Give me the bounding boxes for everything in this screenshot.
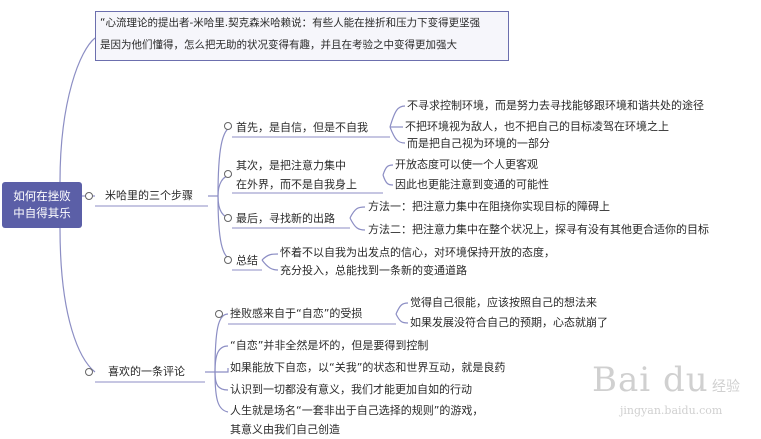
step1-detail-3: 而是把自己视为环境的一部分 (407, 137, 550, 150)
item4: 认识到一切都没有意义，我们才能更加自如的行动 (230, 383, 472, 396)
summary-label: 总结 (236, 254, 258, 267)
step2-detail-1: 开放态度可以使一个人更客观 (395, 158, 538, 171)
watermark-site: jingyan.baidu.com (620, 404, 723, 417)
intro-line-2: 是因为他们懂得，怎么把无助的状况变得有趣，并且在考验之中变得更加强大 (100, 39, 457, 51)
item2: “自恋”并非全然是坏的，但是要得到控制 (230, 339, 429, 352)
collapse-toggle-icon[interactable] (224, 122, 232, 130)
summary-line-1: 怀着不以自我为出发点的信心，对环境保持开放的态度， (280, 246, 555, 259)
summary-line-2: 充分投入，总能找到一条新的变通道路 (280, 264, 467, 277)
step2-detail-2: 因此也更能注意到变通的可能性 (395, 178, 549, 191)
item1-detail-2: 如果发展没符合自己的预期，心态就崩了 (410, 316, 608, 329)
branch1-label: 米哈里的三个步骤 (105, 189, 193, 202)
step1-detail-2: 不把环境视为敌人，也不把自己的目标凌驾在环境之上 (405, 120, 669, 133)
collapse-toggle-icon[interactable] (85, 192, 93, 200)
root-line-2: 中自得其乐 (13, 206, 71, 220)
step2-line-2: 在外界，而不是自我身上 (236, 178, 357, 191)
watermark-sub: 经验 (712, 379, 740, 395)
item3: 如果能放下自恋，以“关我”的状态和世界互动，就是良药 (230, 361, 506, 374)
step3-detail-1: 方法一：把注意力集中在阻挠你实现目标的障碍上 (368, 200, 610, 213)
collapse-toggle-icon[interactable] (215, 310, 223, 318)
item5: 人生就是场名“一套非出于自己选择的规则”的游戏， (230, 404, 484, 417)
collapse-toggle-icon[interactable] (224, 256, 232, 264)
step1-detail-1: 不寻求控制环境，而是努力去寻找能够跟环境和谐共处的途径 (407, 99, 704, 112)
item1-label: 挫败感来自于“自恋”的受损 (230, 307, 363, 320)
intro-box: “心流理论的提出者-米哈里.契克森米哈赖说：有些人能在挫折和压力下变得更坚强 是… (95, 11, 509, 61)
collapse-toggle-icon[interactable] (224, 170, 232, 178)
step3-label: 最后，寻找新的出路 (236, 212, 335, 225)
collapse-toggle-icon[interactable] (224, 214, 232, 222)
collapse-toggle-icon[interactable] (85, 368, 93, 376)
root-line-1: 如何在挫败 (13, 189, 71, 203)
step1-label: 首先，是自信，但是不自我 (236, 121, 368, 134)
item1-detail-1: 觉得自己很能，应该按照自己的想法来 (410, 296, 597, 309)
watermark-brand: Bai du (592, 360, 709, 400)
step3-detail-2: 方法二：把注意力集中在整个状况上，探寻有没有其他更合适你的目标 (368, 223, 709, 236)
root-node: 如何在挫败 中自得其乐 (2, 182, 82, 228)
branch2-label: 喜欢的一条评论 (108, 365, 185, 378)
step2-line-1: 其次，是把注意力集中 (236, 159, 346, 172)
item6: 其意义由我们自己创造 (230, 423, 340, 436)
intro-line-1: “心流理论的提出者-米哈里.契克森米哈赖说：有些人能在挫折和压力下变得更坚强 (100, 17, 481, 29)
